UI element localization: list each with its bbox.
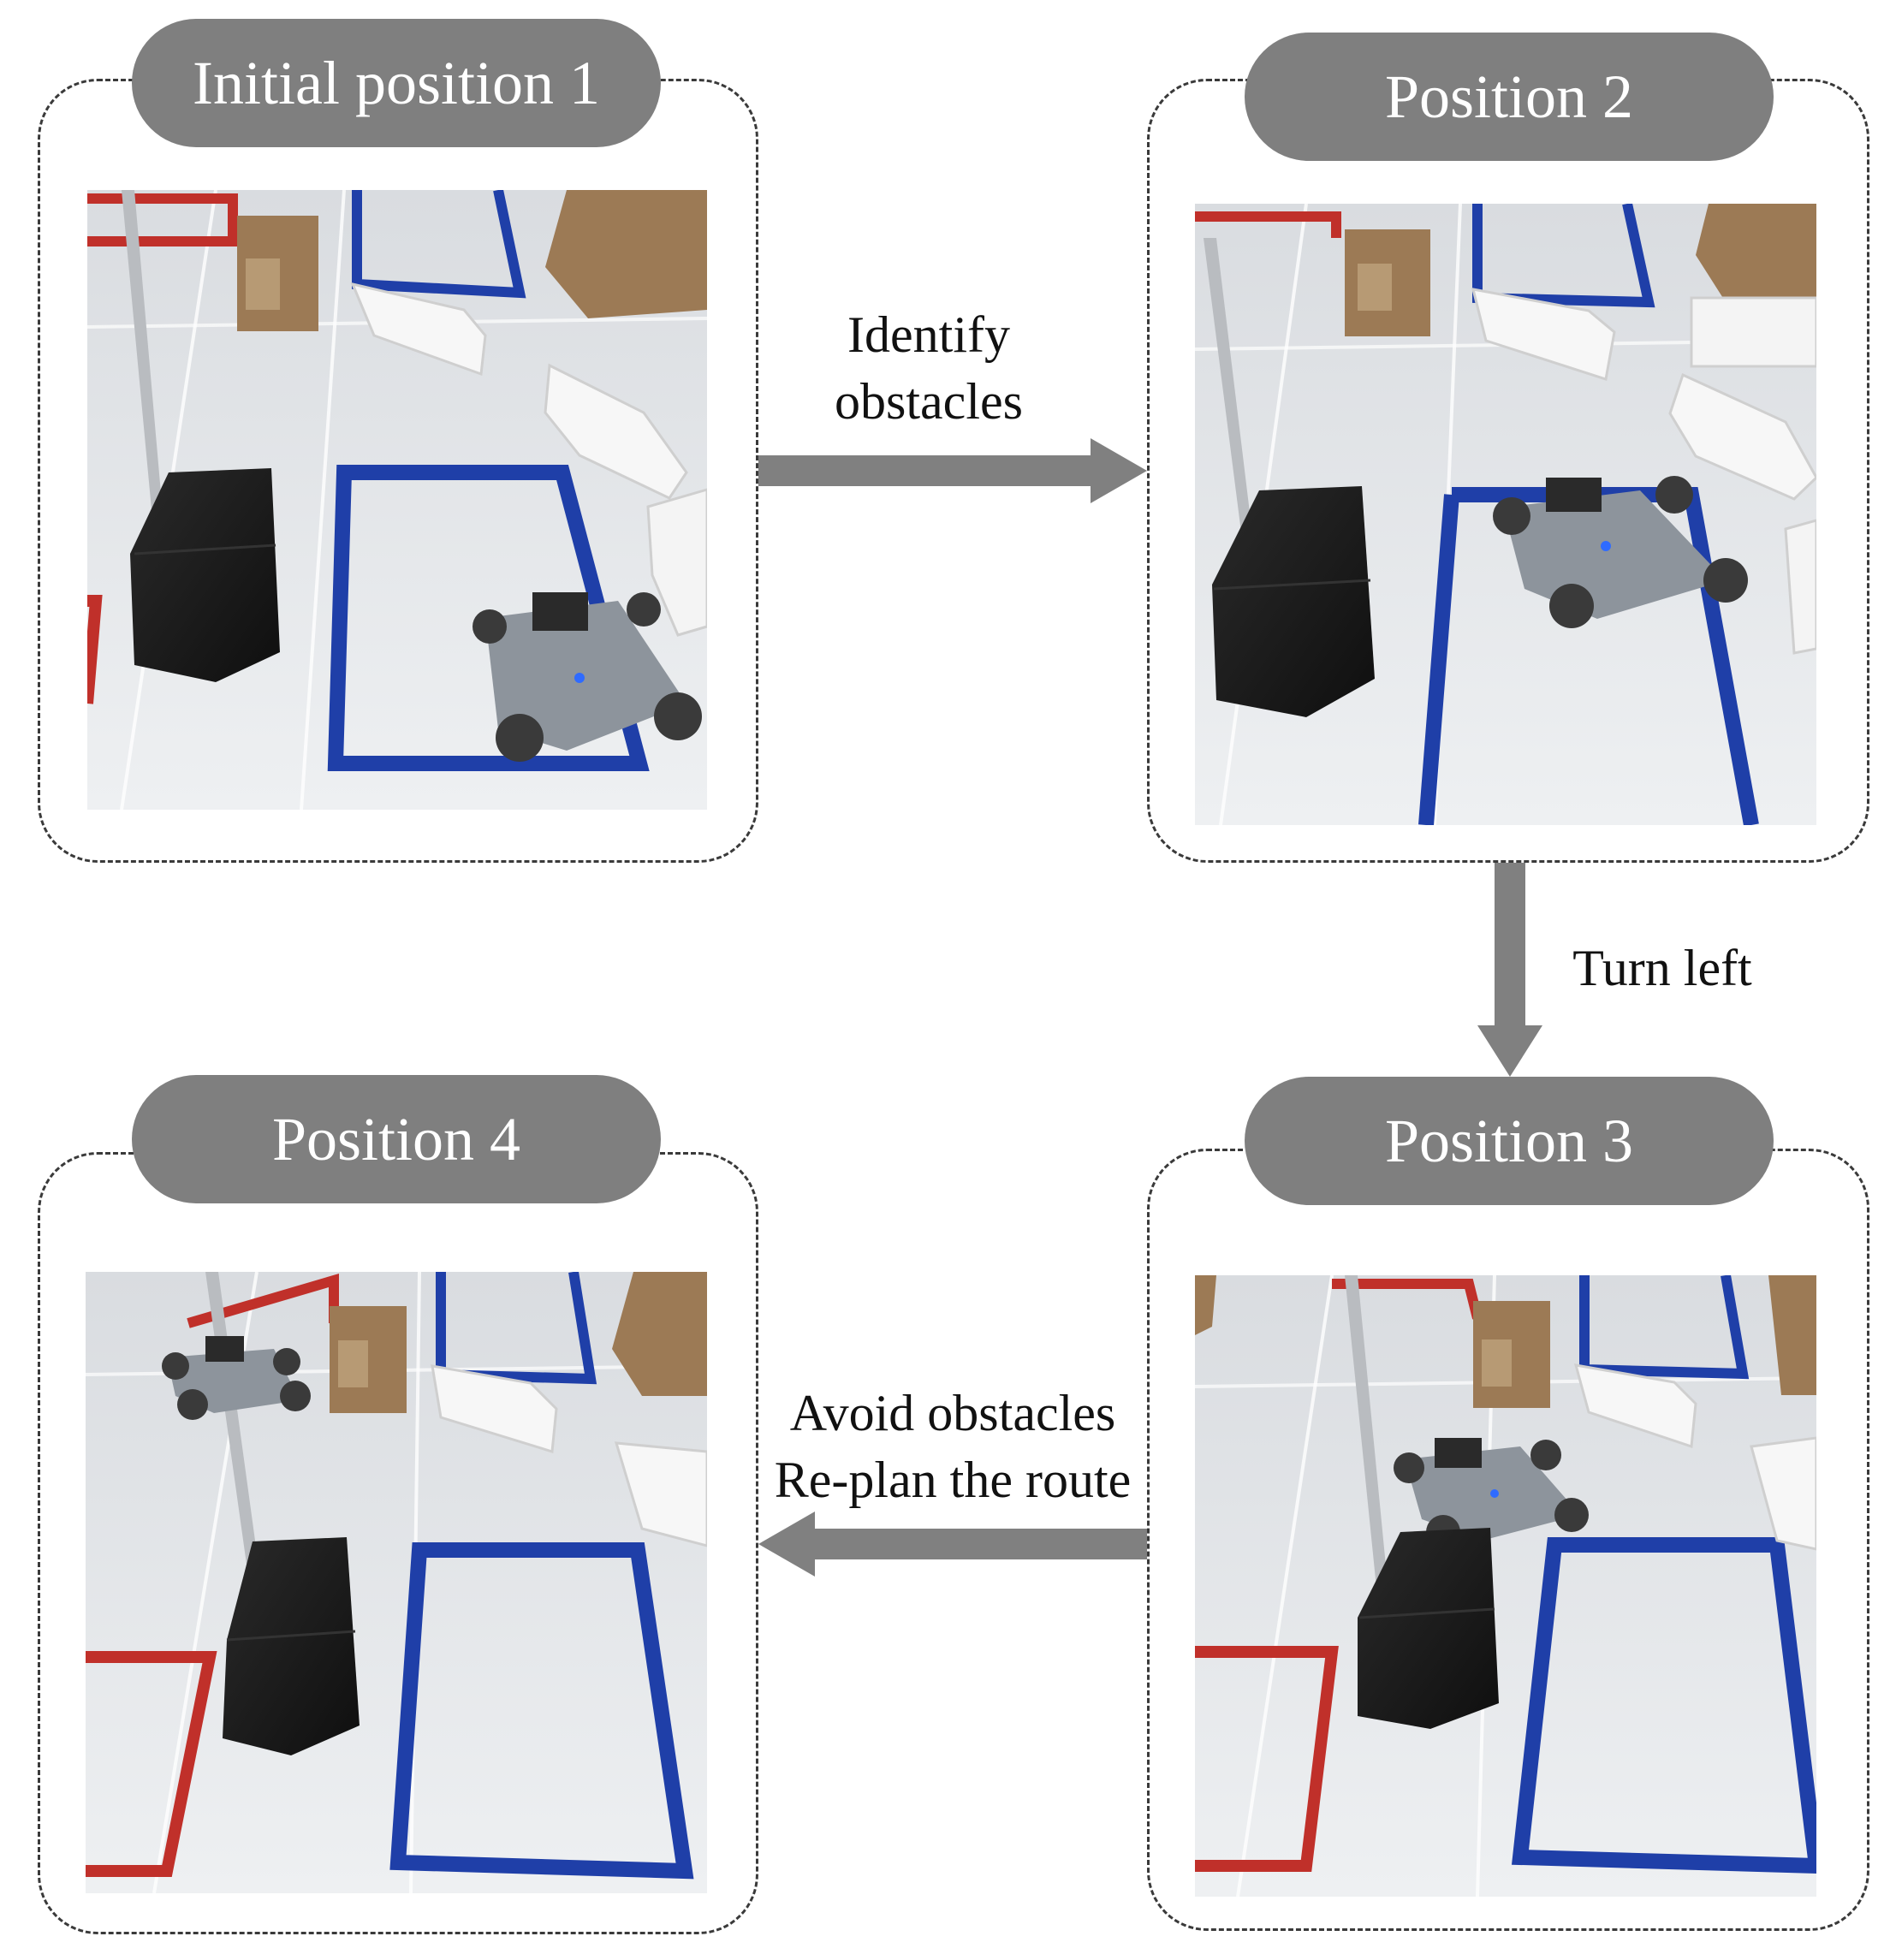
label-avoid-line2: Re-plan the route xyxy=(774,1452,1132,1508)
label-identify-obstacles: Identify obstacles xyxy=(788,301,1070,435)
panel-title-position-3: Position 3 xyxy=(1245,1077,1774,1205)
arrow-right xyxy=(758,438,1147,503)
photo-position-2 xyxy=(1195,204,1816,825)
arrow-down xyxy=(1477,863,1542,1077)
panel-title-initial-position-1: Initial position 1 xyxy=(132,19,661,147)
label-identify-line2: obstacles xyxy=(835,373,1023,430)
label-turn-left: Turn left xyxy=(1572,940,1752,996)
photo-initial-position-1 xyxy=(87,190,707,810)
panel-title-position-2: Position 2 xyxy=(1245,33,1774,161)
arrow-left xyxy=(758,1512,1147,1577)
label-identify-line1: Identify xyxy=(847,306,1010,363)
label-avoid-obstacles: Avoid obstacles Re-plan the route xyxy=(760,1380,1145,1513)
label-avoid-line1: Avoid obstacles xyxy=(789,1385,1116,1441)
photo-position-4 xyxy=(86,1272,707,1893)
panel-title-position-4: Position 4 xyxy=(132,1075,661,1203)
photo-position-3 xyxy=(1195,1275,1816,1897)
